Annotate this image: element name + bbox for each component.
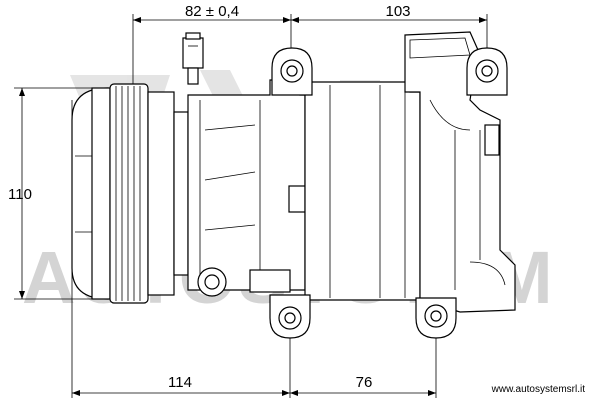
dim-label-bottom-right: 76 (356, 374, 373, 391)
electrical-connector (182, 32, 204, 85)
dim-label-left-height: 110 (8, 186, 32, 203)
dim-label-top-left: 82 ± 0,4 (185, 3, 239, 20)
front-housing (187, 79, 306, 297)
footer-url: www.autosystemsrl.it (491, 384, 586, 395)
dim-label-top-right: 103 (385, 3, 410, 20)
dim-label-bottom-left: 114 (168, 374, 192, 391)
clutch-pulley (71, 83, 189, 304)
mounting-ear-top-left (271, 47, 313, 96)
main-body (304, 81, 421, 301)
mounting-ear-bottom-right (415, 297, 457, 339)
mounting-ear-top-right (466, 47, 508, 96)
mounting-ear-bottom-left (269, 294, 311, 339)
